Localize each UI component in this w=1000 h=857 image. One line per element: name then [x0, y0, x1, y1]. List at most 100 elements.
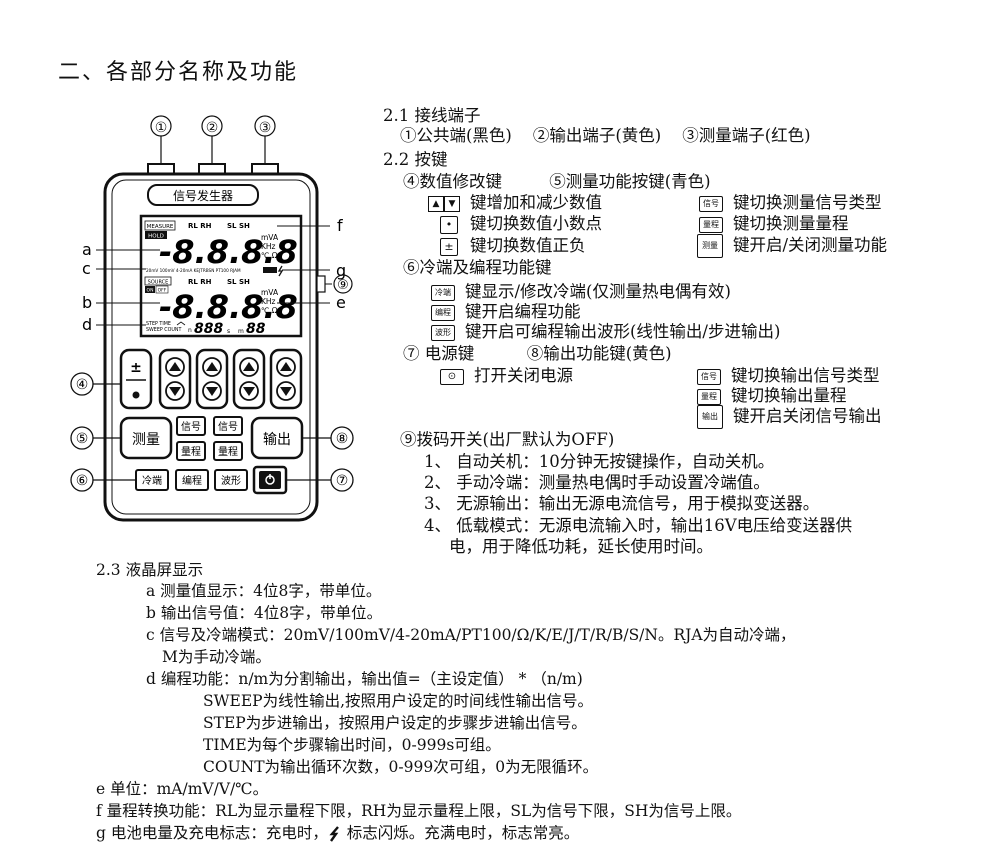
down-arrow-icon: ▼ — [444, 195, 460, 212]
device-label: 信号发生器 — [173, 188, 233, 203]
s9-title: ⑨拨码开关(出厂默认为OFF) — [400, 430, 615, 449]
key-measure-icon: 测量 — [697, 234, 723, 258]
s22-line2: ▲▼ 键增加和减少数值 — [428, 193, 602, 213]
s23-d1: SWEEP为线性输出,按照用户设定的时间线性输出信号。 — [203, 692, 594, 710]
s22-l10-text: 打开关闭电源 — [474, 366, 573, 385]
key-program[interactable] — [175, 469, 209, 491]
s22-line10-right: 信号键切换输出信号类型 — [697, 366, 880, 386]
s22-line6: 冷端键显示/修改冷端(仅测量热电偶有效) — [431, 282, 731, 302]
s22-l2-text: 键增加和减少数值 — [470, 193, 602, 212]
s22-line3-right: 量程键切换测量量程 — [699, 214, 849, 234]
lcd-range-marks-bottom: RL RH — [188, 278, 212, 286]
s21-line: ①公共端(黑色) ②输出端子(黄色) ③测量端子(红色) — [400, 126, 811, 145]
s23-c1: c 信号及冷端模式：20mV/100mV/4-20mA/PT100/Ω/K/E/… — [146, 626, 796, 644]
callout-7: ⑦ — [336, 473, 349, 489]
arrow-keys[interactable] — [158, 348, 303, 410]
key-output-range-icon: 量程 — [697, 388, 721, 405]
callout-6: ⑥ — [76, 473, 89, 489]
key-power-icon: ⊙ — [440, 368, 464, 385]
s22-line7: 编程键开启编程功能 — [431, 302, 581, 322]
callout-f: f — [337, 216, 343, 235]
s22-l4r-text: 键开启/关闭测量功能 — [733, 235, 888, 255]
callout-a: a — [82, 240, 92, 259]
lcd-slsh-top: SL SH — [227, 222, 250, 230]
svg-text:量程: 量程 — [218, 446, 238, 458]
dip-switch — [316, 275, 326, 293]
s22-l6-text: 键显示/修改冷端(仅测量热电偶有效) — [465, 282, 731, 301]
lcd-off-tag: OFF — [158, 288, 167, 294]
up-arrow-icon: ▲ — [428, 195, 444, 212]
callout-e: e — [336, 293, 346, 312]
lcd-measure-digits: -8.8.8.8 — [159, 233, 298, 271]
svg-text:波形: 波形 — [221, 474, 241, 487]
s22-line11-right: 量程键切换输出量程 — [697, 386, 847, 406]
callout-5: ⑤ — [76, 431, 89, 447]
lcd-sweep-label: SWEEP COUNT — [146, 327, 181, 333]
s22-l8-text: 键开启可编程输出波形(线性输出/步进输出) — [465, 322, 781, 341]
charge-icon — [277, 265, 284, 277]
svg-text:输出: 输出 — [263, 432, 291, 448]
lcd-m-label: m — [238, 328, 244, 335]
top-callouts: ① ② ③ — [150, 115, 276, 137]
key-program-icon: 编程 — [431, 304, 455, 321]
s9-item2: 2、 手动冷端：测量热电偶时手动设置冷端值。 — [424, 473, 770, 492]
lcd-output-digits: -8.8.8.8 — [159, 288, 298, 326]
s22-line4-right: 测量键开启/关闭测量功能 — [697, 234, 887, 258]
device-diagram: ① ② ③ 信号发生器 MEASURE HOLD RL RH SL SH -8.… — [70, 115, 354, 522]
key-plusminus-dot[interactable] — [119, 348, 153, 410]
s22-title: 2.2 按键 — [383, 150, 448, 169]
s23-g-text-b: 标志闪烁。充满电时，标志常亮。 — [341, 824, 580, 842]
battery-icon — [263, 267, 277, 273]
key-measure-signal[interactable] — [176, 416, 206, 436]
callout-9: ⑨ — [337, 278, 349, 293]
lcd-range-marks-top: RL RH — [188, 222, 212, 230]
key-wave-icon: 波形 — [431, 324, 455, 341]
lcd-mode-row: 20mV 100mV 4-20mA KEJTRBSN PT100 RJAM — [146, 268, 241, 273]
arrow-key-4 — [269, 348, 303, 410]
key-output-signal[interactable] — [213, 416, 243, 436]
s22-line4: ±键切换数值正负 — [440, 236, 586, 256]
svg-text:冷端: 冷端 — [142, 474, 162, 487]
lcd-unit-khz-top: KHz — [261, 242, 276, 251]
lcd-n-digits: 888 — [194, 321, 223, 337]
key-output-icon: 输出 — [697, 405, 723, 429]
lcd-unit-mva-top: mVA — [261, 233, 279, 242]
s22-l11r-text: 键切换输出量程 — [731, 386, 847, 405]
lcd-screen — [139, 214, 303, 338]
s21-title: 2.1 接线端子 — [383, 106, 481, 125]
s22-l12r-text: 键开启关闭信号输出 — [733, 406, 882, 426]
callout-8: ⑧ — [336, 431, 349, 447]
lcd-m-digits: 88 — [246, 321, 266, 337]
key-wave[interactable] — [214, 469, 248, 491]
key-measure-range[interactable] — [176, 441, 206, 461]
svg-text:编程: 编程 — [182, 474, 202, 487]
s22-line10: ⊙ 打开关闭电源 — [440, 366, 573, 386]
lcd-unit-c-top: ℃ Ω — [261, 251, 278, 260]
lcd-source-tag: SOURCE — [148, 280, 169, 286]
lcd-hold-tag: HOLD — [148, 234, 164, 240]
key-output-range[interactable] — [213, 441, 243, 461]
s23-d: d 编程功能：n/m为分割输出，输出值=（主设定值） * （n/m) — [146, 670, 583, 688]
callout-c: c — [82, 259, 91, 278]
callout-d: d — [82, 315, 92, 334]
ramp-icon — [176, 321, 186, 326]
svg-text:信号: 信号 — [218, 421, 238, 433]
lcd-unit-khz-bottom: KHz — [261, 297, 276, 306]
lcd-n-label: n — [188, 327, 192, 334]
s23-g-text-a: g 电池电量及充电标志：充电时， — [96, 824, 328, 842]
s22-l3-text: 键切换数值小数点 — [470, 214, 602, 233]
s9-item4a: 4、 低载模式：无源电流输入时，输出16V电压给变送器供 — [424, 516, 853, 535]
svg-text:信号: 信号 — [181, 421, 201, 433]
key-range-icon: 量程 — [699, 216, 723, 233]
s9-item1: 1、 自动关机：10分钟无按键操作，自动关机。 — [424, 452, 775, 471]
s22-line3: •键切换数值小数点 — [440, 214, 602, 234]
s22-l10r-text: 键切换输出信号类型 — [731, 366, 880, 385]
key-cold-icon: 冷端 — [431, 284, 455, 301]
s22-line2-right: 信号键切换测量信号类型 — [699, 193, 882, 213]
s22-l7-text: 键开启编程功能 — [465, 302, 581, 321]
callout-2: ② — [206, 120, 219, 136]
s22-line12-right: 输出键开启关闭信号输出 — [697, 405, 882, 429]
lcd-step-label: STEP TIME — [146, 321, 171, 327]
svg-text:测量: 测量 — [132, 432, 160, 448]
s23-d3: TIME为每个步骤输出时间，0-999s可组。 — [203, 736, 501, 754]
